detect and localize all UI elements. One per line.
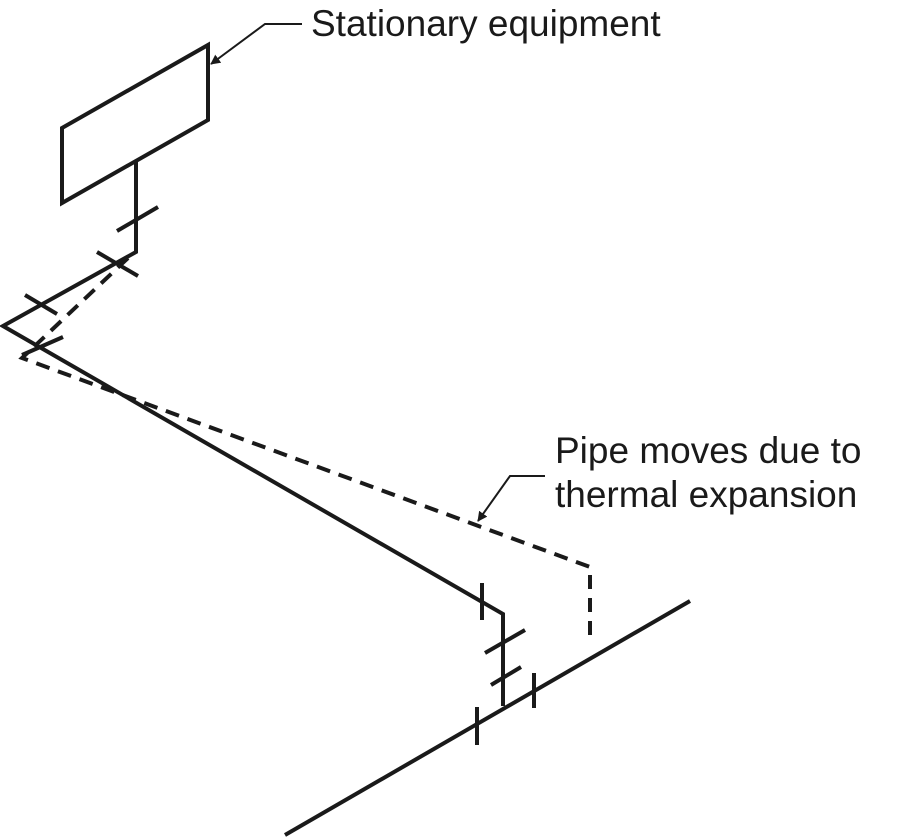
equipment-label: Stationary equipment [311, 3, 661, 44]
joint-tick-riser-mid [484, 628, 526, 655]
joint-tick-bend-upper-a [95, 250, 140, 278]
equipment-leader-line [210, 23, 302, 65]
movement-leader-line [477, 475, 545, 522]
joint-ticks [21, 205, 536, 745]
joint-tick-bend-lower [21, 335, 64, 357]
header-pipe [283, 599, 692, 837]
movement-label-line1: Pipe moves due to [555, 430, 861, 471]
stationary-equipment-box [60, 41, 210, 207]
joint-tick-stem [115, 205, 160, 233]
movement-label-line2: thermal expansion [555, 474, 857, 515]
pipe-displaced-position [18, 256, 592, 642]
joint-tick-bend-upper-b [23, 293, 59, 316]
joint-tick-riser-low [489, 665, 523, 687]
pipe-original-position [0, 160, 505, 706]
